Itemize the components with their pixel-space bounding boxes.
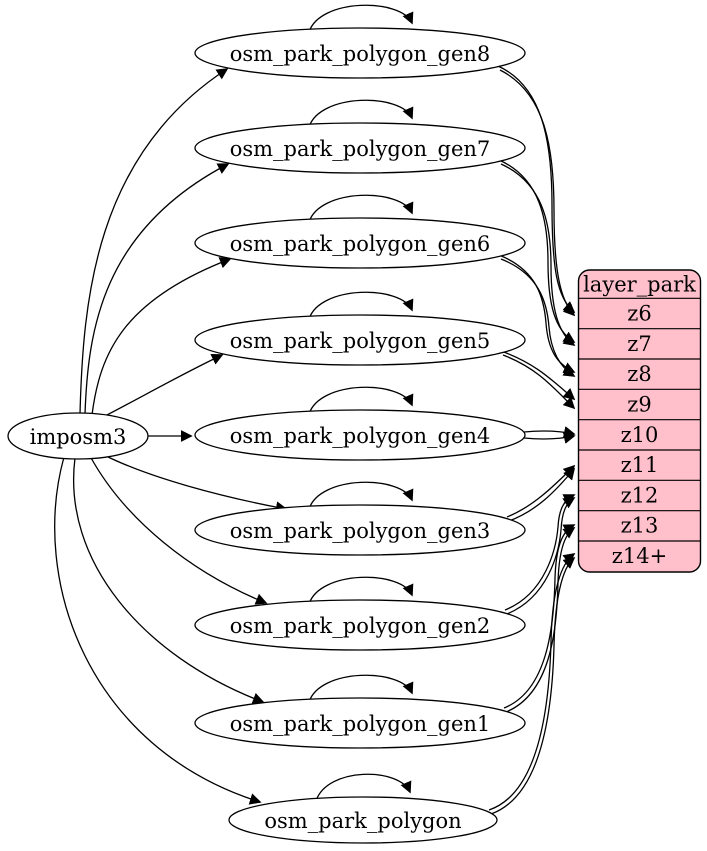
- edge-gen4-to-z10-b: [523, 432, 576, 444]
- edge-imposm3-to-polygon: [54, 456, 262, 805]
- self-loop-gen1: [308, 674, 414, 703]
- row-z14: z14+: [612, 544, 667, 568]
- edges-layer: [54, 4, 576, 815]
- layer-park-frame: [577, 269, 702, 573]
- gen5-label: osm_park_polygon_gen5: [230, 329, 491, 353]
- node-osm-park-polygon-gen5: osm_park_polygon_gen5: [194, 314, 526, 366]
- self-loop-edges: [308, 4, 414, 802]
- edge-polygon-to-z14-b: [490, 556, 576, 815]
- edge-imposm3-to-gen8: [79, 68, 229, 415]
- edge-gen5-to-z9-a: [500, 350, 576, 401]
- gen5-ellipse: [194, 314, 526, 366]
- edge-polygon-to-z14-a: [488, 553, 576, 811]
- row-z9: z9: [627, 393, 651, 417]
- polygon-label: osm_park_polygon: [264, 809, 461, 833]
- node-osm-park-polygon-gen6: osm_park_polygon_gen6: [194, 217, 526, 269]
- self-loop-gen6: [308, 194, 414, 223]
- gen8-label: osm_park_polygon_gen8: [230, 42, 491, 66]
- node-osm-park-polygon-gen4: osm_park_polygon_gen4: [194, 409, 526, 461]
- node-osm-park-polygon: osm_park_polygon: [228, 796, 498, 844]
- self-loop-gen8: [308, 4, 414, 33]
- self-loop-gen7: [308, 99, 414, 128]
- edge-gen2-to-z12-b: [506, 497, 576, 615]
- imposm3-ellipse: [7, 412, 149, 460]
- row-z8: z8: [627, 362, 651, 386]
- row-z11: z11: [621, 453, 659, 477]
- edge-imposm3-to-gen1: [73, 457, 265, 704]
- self-loop-gen2: [308, 576, 414, 605]
- node-osm-park-polygon-gen8: osm_park_polygon_gen8: [194, 27, 526, 79]
- edge-gen3-to-z11-a: [506, 464, 576, 518]
- self-loop-gen5: [308, 291, 414, 320]
- gen6-label: osm_park_polygon_gen6: [230, 232, 491, 256]
- edge-gen8-to-z6-b: [499, 69, 576, 317]
- polygon-ellipse: [228, 796, 498, 844]
- edge-imposm3-to-gen6: [91, 257, 232, 416]
- edge-imposm3-to-gen7: [84, 163, 230, 415]
- self-loop-gen4: [308, 386, 414, 415]
- row-z13: z13: [621, 514, 659, 538]
- edge-gen3-to-z11-b: [508, 467, 576, 522]
- gen1-label: osm_park_polygon_gen1: [230, 712, 491, 736]
- edges-tables-to-layer: [488, 65, 576, 815]
- gen3-ellipse: [194, 504, 526, 556]
- layer-park-title: layer_park: [583, 273, 696, 297]
- edges-imposm3-to-tables: [54, 68, 288, 805]
- row-z7: z7: [627, 332, 651, 356]
- node-osm-park-polygon-gen2: osm_park_polygon_gen2: [194, 599, 526, 651]
- edge-gen6-to-z8-b: [500, 258, 576, 377]
- layer-park-table: layer_park z6 z7 z8 z9 z10 z11 z12 z13 z…: [577, 269, 702, 573]
- gen6-ellipse: [194, 217, 526, 269]
- edge-gen4-to-z10-a: [523, 426, 576, 438]
- row-z12: z12: [621, 483, 659, 507]
- edge-imposm3-to-gen5: [102, 354, 224, 418]
- gen7-label: osm_park_polygon_gen7: [230, 137, 491, 161]
- row-z10: z10: [621, 423, 659, 447]
- node-osm-park-polygon-gen3: osm_park_polygon_gen3: [194, 504, 526, 556]
- edge-imposm3-to-gen3: [103, 454, 288, 513]
- node-imposm3: imposm3: [7, 412, 149, 460]
- row-z6: z6: [627, 302, 651, 326]
- edge-gen5-to-z9-b: [502, 354, 576, 410]
- node-osm-park-polygon-gen7: osm_park_polygon_gen7: [194, 122, 526, 174]
- gen3-label: osm_park_polygon_gen3: [230, 519, 491, 543]
- self-loop-polygon: [315, 773, 412, 802]
- gen2-label: osm_park_polygon_gen2: [230, 614, 491, 638]
- gen1-ellipse: [194, 697, 526, 749]
- edge-gen8-to-z6-a: [497, 65, 576, 314]
- self-loop-gen3: [308, 481, 414, 510]
- gen4-label: osm_park_polygon_gen4: [230, 424, 491, 448]
- imposm3-label: imposm3: [30, 425, 127, 449]
- gen4-ellipse: [194, 409, 526, 461]
- edge-gen7-to-z7-b: [500, 163, 576, 346]
- gen8-ellipse: [194, 27, 526, 79]
- node-osm-park-polygon-gen1: osm_park_polygon_gen1: [194, 697, 526, 749]
- edge-imposm3-to-gen2: [89, 455, 268, 605]
- gen2-ellipse: [194, 599, 526, 651]
- gen7-ellipse: [194, 122, 526, 174]
